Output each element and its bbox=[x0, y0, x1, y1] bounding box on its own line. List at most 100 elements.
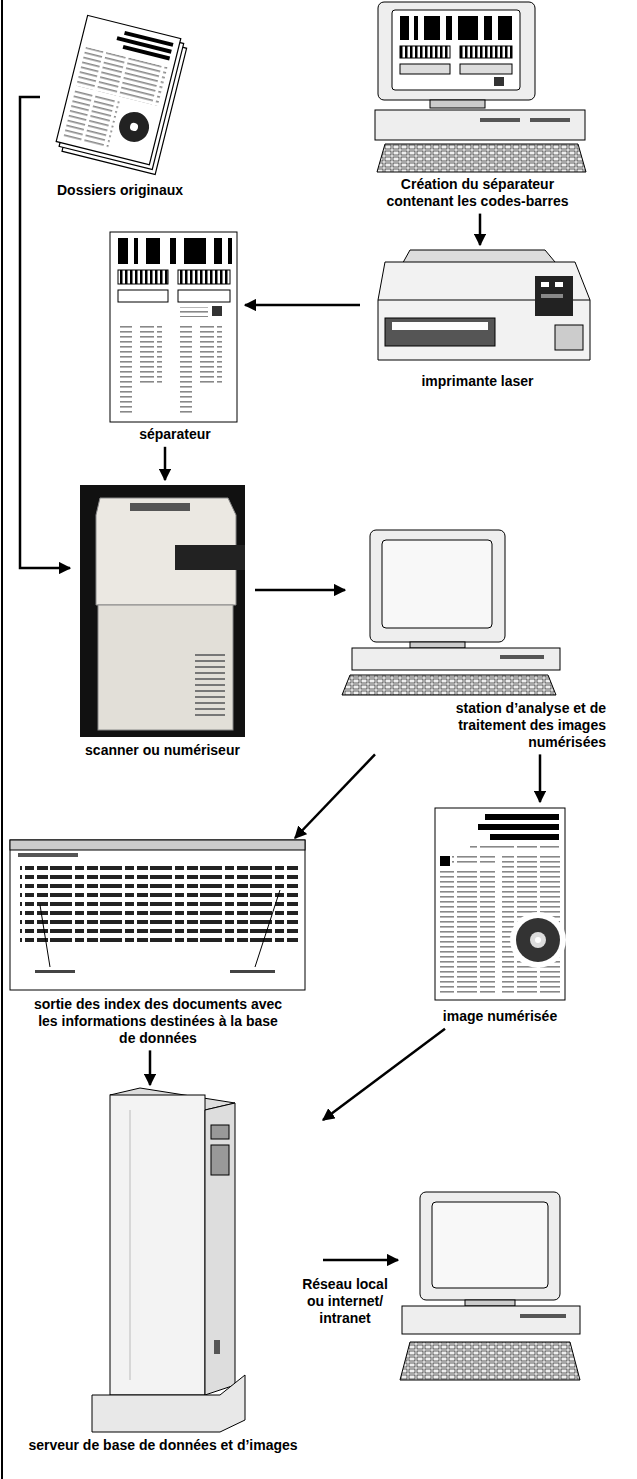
scanned-page bbox=[530, 932, 546, 948]
separator-sheet bbox=[110, 232, 237, 422]
scanner-photo bbox=[80, 485, 245, 737]
separator-sheet bbox=[170, 238, 176, 264]
computer-illustration bbox=[400, 46, 450, 58]
step-label: scanner ou numériseur bbox=[74, 742, 251, 759]
index-window bbox=[255, 890, 280, 967]
step-label: serveur de base de données et d’images bbox=[7, 1437, 319, 1454]
document-stack bbox=[116, 109, 152, 145]
separator-sheet bbox=[134, 238, 138, 264]
flow-arrow bbox=[323, 1259, 398, 1262]
workstation-illustration bbox=[382, 540, 492, 628]
separator-sheet bbox=[118, 270, 168, 284]
printer-illustration bbox=[555, 282, 563, 287]
scanner-photo bbox=[130, 503, 190, 511]
workstation-illustration bbox=[352, 648, 560, 670]
index-window bbox=[20, 862, 298, 942]
illustrated-step: imprimante laser bbox=[360, 245, 595, 394]
separator-sheet bbox=[214, 238, 222, 264]
computer-illustration bbox=[430, 100, 485, 108]
computer-illustration bbox=[484, 16, 492, 40]
printer-illustration bbox=[392, 322, 488, 330]
flow-arrow bbox=[323, 1029, 445, 1120]
separator-sheet bbox=[110, 232, 237, 422]
computer-illustration bbox=[414, 16, 418, 40]
server-illustration bbox=[130, 1110, 131, 1380]
server-illustration bbox=[205, 1103, 235, 1395]
step-label: imprimante laser bbox=[364, 373, 591, 390]
index-window bbox=[40, 905, 50, 967]
computer-illustration bbox=[424, 16, 440, 40]
computer-illustration bbox=[378, 2, 535, 100]
scanned-page bbox=[435, 808, 566, 1000]
separator-sheet bbox=[140, 325, 162, 385]
workstation-illustration bbox=[370, 530, 505, 642]
flow-arrow bbox=[164, 447, 167, 480]
workstation-illustration bbox=[342, 675, 556, 695]
separator-sheet bbox=[118, 238, 128, 264]
printer-illustration bbox=[555, 325, 583, 350]
scanned-page bbox=[535, 937, 541, 943]
flow-arrow bbox=[539, 754, 542, 802]
index-window bbox=[10, 840, 305, 990]
illustrated-step bbox=[398, 1188, 584, 1388]
computer-illustration bbox=[400, 64, 450, 74]
scanned-page bbox=[452, 856, 495, 866]
index-window bbox=[10, 840, 305, 990]
frame-line bbox=[1, 0, 3, 1479]
server-illustration bbox=[211, 1125, 229, 1139]
flow-arrow bbox=[20, 97, 70, 568]
scanner-photo bbox=[195, 655, 225, 715]
server-illustration bbox=[211, 1145, 229, 1175]
computer-illustration bbox=[375, 110, 585, 140]
scanned-page bbox=[478, 824, 559, 830]
computer-illustration bbox=[377, 144, 586, 172]
flow-arrow bbox=[149, 1050, 152, 1085]
scanned-page bbox=[440, 856, 450, 866]
printer-illustration bbox=[378, 250, 590, 360]
printer-illustration bbox=[385, 318, 495, 346]
document-stack bbox=[63, 90, 120, 150]
illustrated-step: image numérisée bbox=[425, 802, 575, 1029]
flow-arrow bbox=[245, 304, 360, 307]
step-label: séparateur bbox=[109, 426, 241, 443]
scanned-page bbox=[502, 856, 560, 994]
scanner-photo bbox=[98, 605, 233, 730]
computer-illustration bbox=[400, 16, 409, 40]
computer-illustration bbox=[480, 118, 520, 122]
step-label: Dossiers originaux bbox=[44, 182, 196, 199]
illustrated-step: scanner ou numériseur bbox=[70, 480, 255, 763]
document-stack bbox=[129, 122, 139, 132]
server-illustration bbox=[92, 1375, 245, 1432]
separator-sheet bbox=[212, 306, 222, 316]
index-window bbox=[18, 853, 78, 857]
illustrated-step: serveur de base de données et d’images bbox=[3, 1085, 323, 1458]
computer-illustration bbox=[446, 16, 452, 40]
workstation-illustration bbox=[410, 642, 465, 648]
step-label: station d’analyse et de traitement des i… bbox=[421, 700, 606, 750]
illustrated-step: Dossiers originaux bbox=[40, 2, 200, 203]
computer-illustration bbox=[392, 10, 520, 90]
client-computer-illustration bbox=[432, 1202, 548, 1288]
computer-illustration bbox=[375, 2, 586, 172]
printer-illustration bbox=[378, 262, 590, 360]
illustrated-step: station d’analyse et de traitement des i… bbox=[345, 525, 610, 754]
computer-illustration bbox=[494, 77, 504, 86]
step-label: Création du séparateur contenant les cod… bbox=[368, 176, 588, 210]
scanned-page bbox=[516, 918, 560, 962]
flow-arrow bbox=[295, 754, 375, 838]
scanned-page bbox=[485, 814, 559, 820]
separator-sheet bbox=[178, 270, 230, 284]
separator-sheet bbox=[118, 290, 168, 302]
client-computer-illustration bbox=[400, 1192, 580, 1380]
separator-sheet bbox=[146, 238, 160, 264]
separator-sheet bbox=[178, 290, 230, 302]
scanner-photo bbox=[175, 545, 245, 570]
edge-label: Réseau local ou internet/ intranet bbox=[293, 1276, 397, 1326]
printer-illustration bbox=[541, 294, 563, 298]
illustrated-step: Création du séparateur contenant les cod… bbox=[360, 2, 595, 214]
server-illustration bbox=[92, 1088, 245, 1432]
client-computer-illustration bbox=[402, 1306, 580, 1334]
server-illustration bbox=[214, 1340, 220, 1354]
computer-illustration bbox=[530, 118, 570, 122]
